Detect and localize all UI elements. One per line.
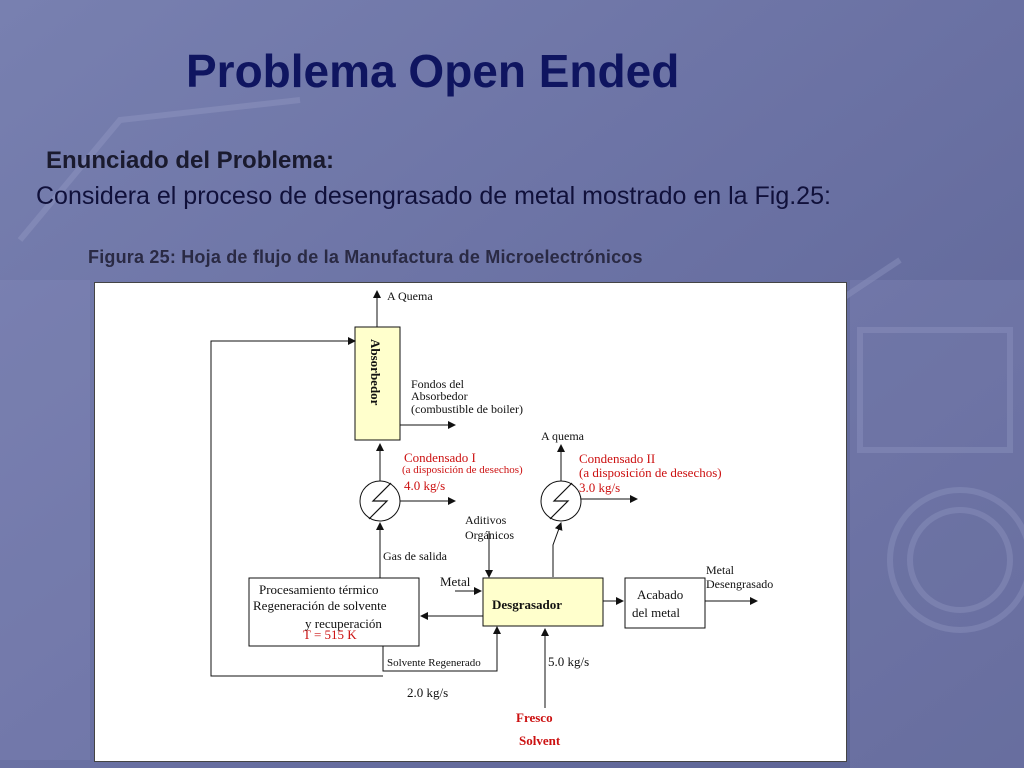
- absorbedor-label: Absorbedor: [368, 339, 383, 406]
- procesamiento-line-3: y recuperación: [305, 616, 382, 631]
- a-quema-right-label: A quema: [541, 429, 585, 443]
- flowsheet-diagram: Absorbedor A Quema Fondos del Absorbedor…: [94, 282, 847, 762]
- desgrasador-unit: [482, 577, 604, 627]
- fondos-line-2: Absorbedor: [411, 389, 468, 403]
- problem-statement: Considera el proceso de desengrasado de …: [36, 182, 831, 210]
- condensado1-note: (a disposición de desechos): [402, 464, 523, 476]
- temperature-label: T = 515 K: [303, 627, 357, 642]
- rate-5-label: 5.0 kg/s: [548, 654, 589, 669]
- condensado2-note: (a disposición de desechos): [579, 465, 722, 480]
- absorbedor-unit: [354, 326, 401, 441]
- desgrasador-label: Desgrasador: [492, 597, 562, 612]
- section-heading: Enunciado del Problema:: [46, 147, 335, 174]
- condensado2-rate: 3.0 kg/s: [579, 480, 620, 495]
- metal-out-line-2: Desengrasado: [706, 577, 773, 591]
- recycle-loop: [210, 337, 383, 677]
- rate-2-label: 2.0 kg/s: [407, 685, 448, 700]
- procesamiento-unit: [248, 577, 420, 647]
- page-title: Problema Open Ended: [186, 45, 680, 97]
- acabado-line-2: del metal: [632, 605, 680, 620]
- procesamiento-line-1: Procesamiento térmico: [259, 582, 379, 597]
- aditivos-line-1: Aditivos: [465, 513, 507, 527]
- metal-in-label: Metal: [440, 574, 471, 589]
- acabado-unit: [624, 577, 706, 629]
- acabado-line-1: Acabado: [637, 587, 683, 602]
- fondos-line-1: Fondos del: [411, 377, 465, 391]
- fresco-line-1: Fresco: [516, 710, 553, 725]
- condensado1-title: Condensado I: [404, 450, 476, 465]
- aditivos-line-2: Orgánicos: [465, 528, 514, 542]
- a-quema-label: A Quema: [387, 289, 433, 303]
- condensado2-title: Condensado II: [579, 451, 655, 466]
- procesamiento-line-2: Regeneración de solvente: [253, 598, 387, 613]
- figure-caption: Figura 25: Hoja de flujo de la Manufactu…: [88, 247, 643, 267]
- gas-salida-label: Gas de salida: [383, 549, 448, 563]
- solvente-regenerado-stream: [382, 626, 501, 672]
- fresco-line-2: Solvent: [519, 733, 561, 748]
- solvente-regenerado-label: Solvente Regenerado: [387, 657, 481, 669]
- fondos-line-3: (combustible de boiler): [411, 402, 523, 416]
- condensado1-rate: 4.0 kg/s: [404, 478, 445, 493]
- metal-out-line-1: Metal: [706, 563, 735, 577]
